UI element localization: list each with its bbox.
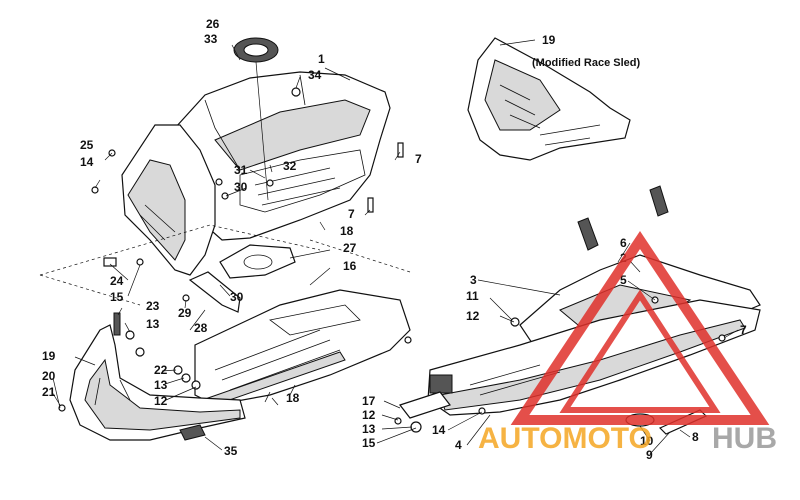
callout-10: 10 xyxy=(640,434,654,448)
left-side-panel xyxy=(121,124,216,276)
callout-24: 24 xyxy=(110,274,124,288)
watermark-logo: AUTOMOTO HUB xyxy=(478,230,777,455)
support-plate xyxy=(219,244,296,279)
callout-14: 14 xyxy=(80,155,94,169)
callout-35: 35 xyxy=(224,444,238,458)
race-sled-note: (Modified Race Sled) xyxy=(532,57,641,69)
callout-21: 21 xyxy=(42,385,56,399)
callout-15: 15 xyxy=(110,290,124,304)
section-outline xyxy=(39,224,411,306)
callout-34: 34 xyxy=(308,68,322,82)
callout-31: 31 xyxy=(234,163,248,177)
callout-19: 19 xyxy=(542,33,556,47)
front-nose xyxy=(69,324,246,441)
left-hardware xyxy=(113,312,201,390)
cap-ring xyxy=(233,37,279,63)
callout-8: 8 xyxy=(692,430,699,444)
callout-13: 13 xyxy=(154,378,168,392)
callout-18: 18 xyxy=(286,391,300,405)
callout-7: 7 xyxy=(415,152,422,166)
callout-18: 18 xyxy=(340,224,354,238)
callout-32: 32 xyxy=(283,159,297,173)
callout-4: 4 xyxy=(455,438,462,452)
callout-19: 19 xyxy=(42,349,56,363)
brackets-6 xyxy=(577,185,669,251)
callout-29: 29 xyxy=(178,306,192,320)
belly-pan xyxy=(194,289,411,406)
callout-25: 25 xyxy=(80,138,94,152)
watermark-text-automoto: AUTOMOTO xyxy=(478,422,652,455)
callout-12: 12 xyxy=(154,394,168,408)
callout-16: 16 xyxy=(343,259,357,273)
leader-lines xyxy=(51,39,739,455)
callout-28: 28 xyxy=(194,321,208,335)
callout-20: 20 xyxy=(42,369,56,383)
callout-11: 11 xyxy=(466,289,479,303)
callout-7: 7 xyxy=(740,323,747,337)
callout-13: 13 xyxy=(146,317,160,331)
callout-3: 3 xyxy=(470,273,477,287)
bracket xyxy=(188,271,241,313)
callout-33: 33 xyxy=(204,32,218,46)
callout-27: 27 xyxy=(343,241,357,255)
callout-22: 22 xyxy=(154,363,168,377)
callout-12: 12 xyxy=(362,408,376,422)
callout-6: 6 xyxy=(620,236,627,250)
callout-7: 7 xyxy=(348,207,355,221)
watermark-text-hub: HUB xyxy=(712,422,777,455)
callout-26: 26 xyxy=(206,17,220,31)
callout-15: 15 xyxy=(362,436,376,450)
callout-5: 5 xyxy=(620,273,627,287)
callout-30: 30 xyxy=(234,180,248,194)
fasteners xyxy=(58,87,726,433)
callout-9: 9 xyxy=(646,448,653,462)
clip-24 xyxy=(103,257,117,267)
callout-30: 30 xyxy=(230,290,244,304)
callout-12: 12 xyxy=(466,309,480,323)
callout-13: 13 xyxy=(362,422,376,436)
callout-23: 23 xyxy=(146,299,160,313)
race-sled-nose xyxy=(467,37,631,161)
callout-17: 17 xyxy=(362,394,376,408)
callout-1: 1 xyxy=(318,52,325,66)
callout-14: 14 xyxy=(432,423,446,437)
